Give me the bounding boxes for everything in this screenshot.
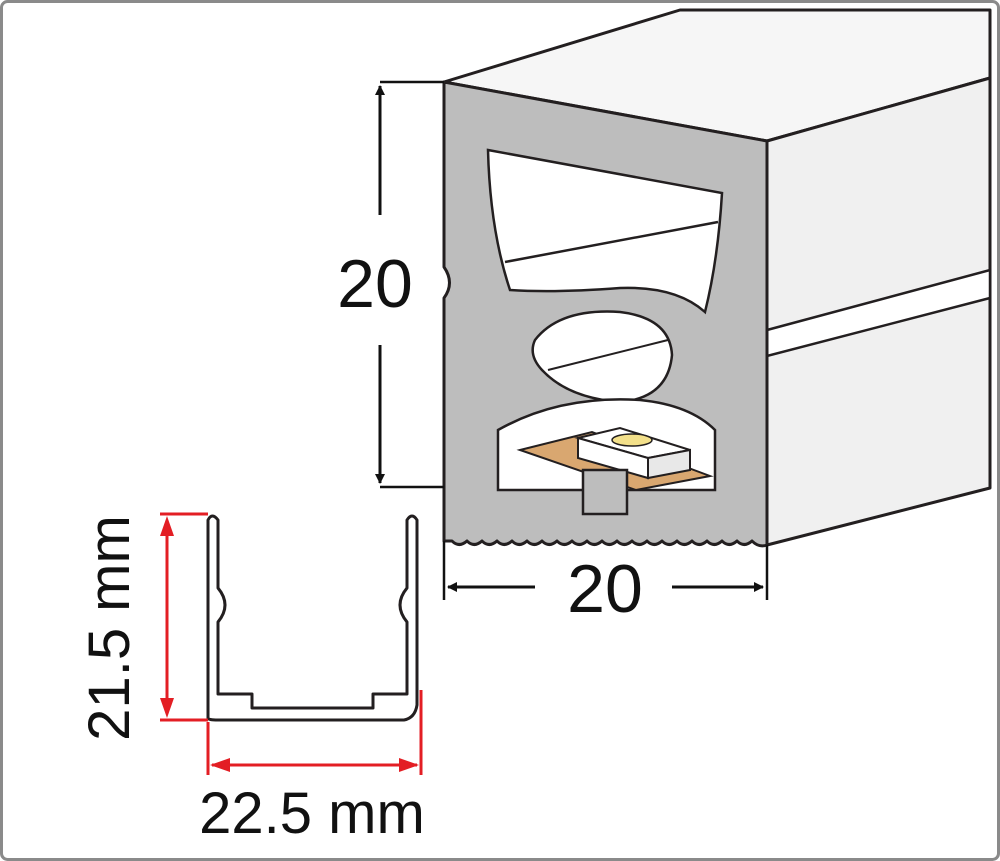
channel-width-label: 22.5 mm (199, 781, 425, 846)
profile-width-label: 20 (567, 551, 643, 627)
channel-height-dimension: 21.5 mm (77, 512, 208, 741)
oval-inner-edge (547, 339, 669, 371)
u-channel (206, 514, 419, 722)
channel-width-arrow-left (210, 758, 230, 772)
silicone-profile (442, 8, 992, 548)
center-slit (581, 468, 629, 516)
upper-hollow (486, 148, 724, 315)
hollow-inner-edge (504, 220, 719, 264)
channel-width-arrow-right (399, 758, 419, 772)
channel-height-arrow-bottom (160, 698, 174, 718)
channel-width-dimension: 22.5 mm (199, 690, 425, 846)
channel-height-arrow-top (160, 516, 174, 536)
profile-height-label: 20 (337, 246, 413, 322)
led-emitter (611, 433, 653, 447)
profile-width-dimension: 20 (442, 541, 769, 627)
led-chip-side (647, 448, 691, 480)
channel-height-label: 21.5 mm (77, 515, 142, 741)
profile-height-dimension: 20 (337, 80, 444, 489)
